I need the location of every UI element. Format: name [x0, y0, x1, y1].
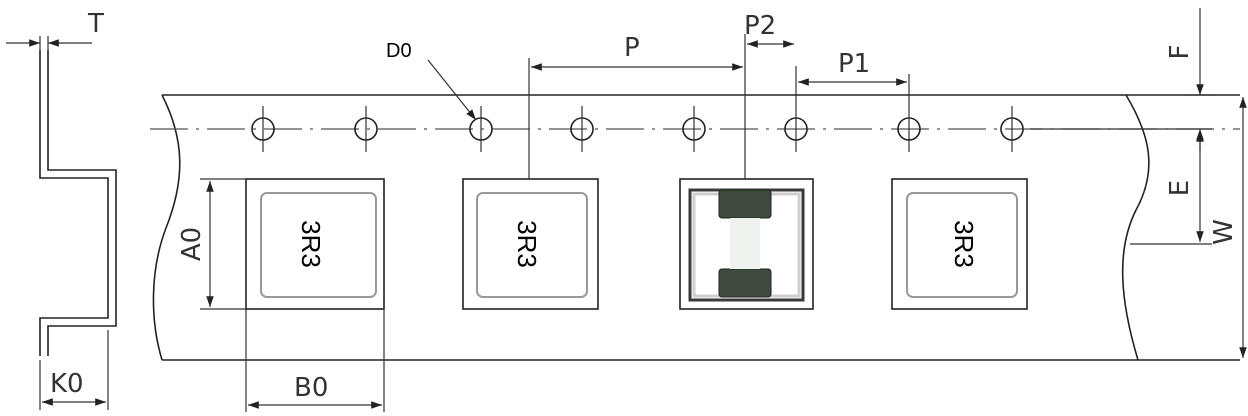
label-d0: D0: [386, 40, 412, 62]
pocket-3: [679, 178, 814, 310]
dimension-b0: B0: [245, 309, 385, 412]
sprocket-hole: [682, 106, 706, 152]
label-a0: A0: [177, 227, 207, 261]
sprocket-hole: [354, 106, 378, 152]
part-marking: 3R3: [512, 220, 542, 268]
part-marking: 3R3: [949, 220, 979, 268]
dimension-k0: K0: [39, 330, 109, 410]
sprocket-hole: [1000, 106, 1024, 152]
label-w: W: [1209, 219, 1239, 245]
sprocket-holes: [251, 66, 1024, 152]
dimension-w: W: [1209, 97, 1247, 358]
sprocket-hole: [251, 106, 275, 152]
sprocket-hole: [469, 106, 493, 152]
dimension-d0: D0: [386, 40, 477, 121]
dimension-e: E: [1130, 131, 1212, 245]
sprocket-hole: [897, 74, 921, 152]
part-marking: 3R3: [296, 220, 326, 268]
component-terminal-top: [718, 189, 772, 219]
pocket-1: 3R3: [245, 178, 385, 310]
dimension-p: P: [528, 33, 746, 179]
label-b0: B0: [294, 373, 328, 403]
dimension-p1: P1: [798, 49, 907, 86]
pocket-2: 3R3: [462, 178, 599, 310]
sprocket-hole: [570, 106, 594, 152]
label-e: E: [1165, 180, 1195, 196]
tape-side-profile: [39, 50, 117, 356]
label-f: F: [1165, 45, 1195, 60]
dimension-f: F: [1030, 8, 1212, 150]
label-t: T: [87, 9, 104, 39]
carrier-tape: [152, 94, 1240, 361]
dimension-t: T: [6, 9, 104, 50]
label-p: P: [624, 33, 640, 63]
label-p1: P1: [838, 49, 870, 79]
component-terminal-bottom: [718, 268, 772, 298]
dimension-p2: P2: [744, 11, 794, 48]
label-p2: P2: [744, 11, 776, 41]
sprocket-hole: [784, 66, 808, 152]
label-k0: K0: [50, 369, 84, 399]
dimension-a0: A0: [177, 178, 246, 310]
pocket-4: 3R3: [891, 178, 1028, 310]
